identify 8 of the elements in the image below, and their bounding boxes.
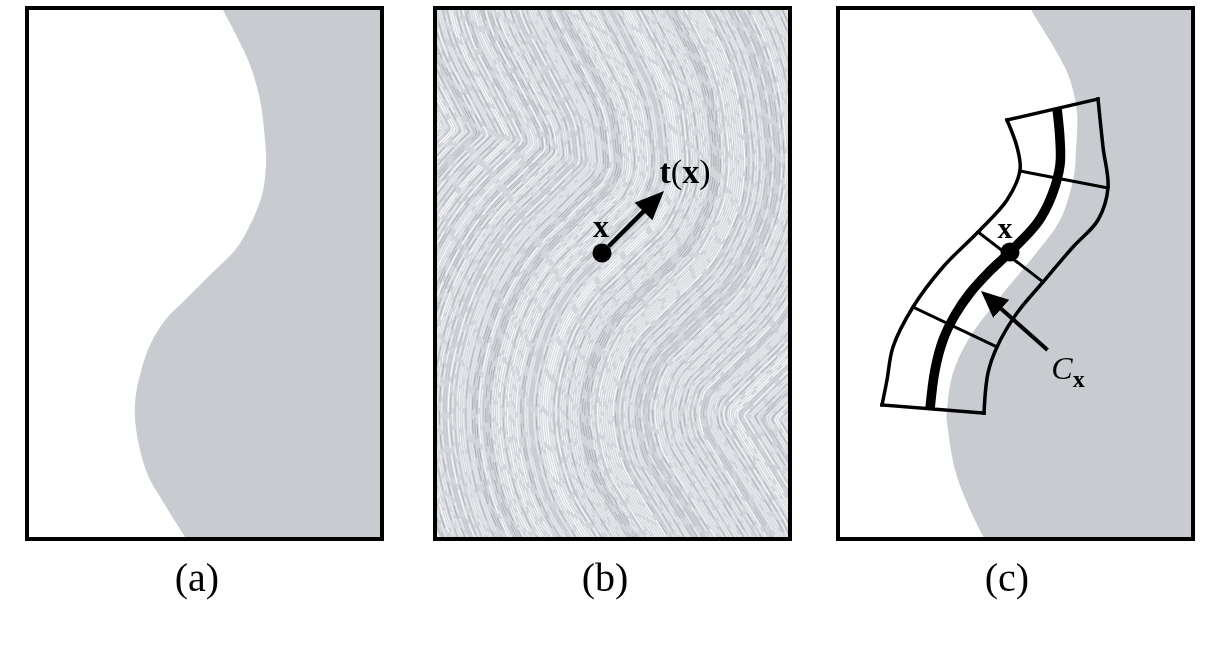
panel-caption: (b) — [581, 558, 629, 598]
point-label: x — [997, 213, 1013, 243]
panel-caption: (a) — [174, 558, 220, 598]
panel-caption: (c) — [984, 558, 1030, 598]
point-dot — [592, 243, 612, 263]
point-label: x — [593, 210, 609, 242]
vector-label: t(x) — [659, 155, 711, 189]
leader-arrow — [981, 291, 1049, 352]
